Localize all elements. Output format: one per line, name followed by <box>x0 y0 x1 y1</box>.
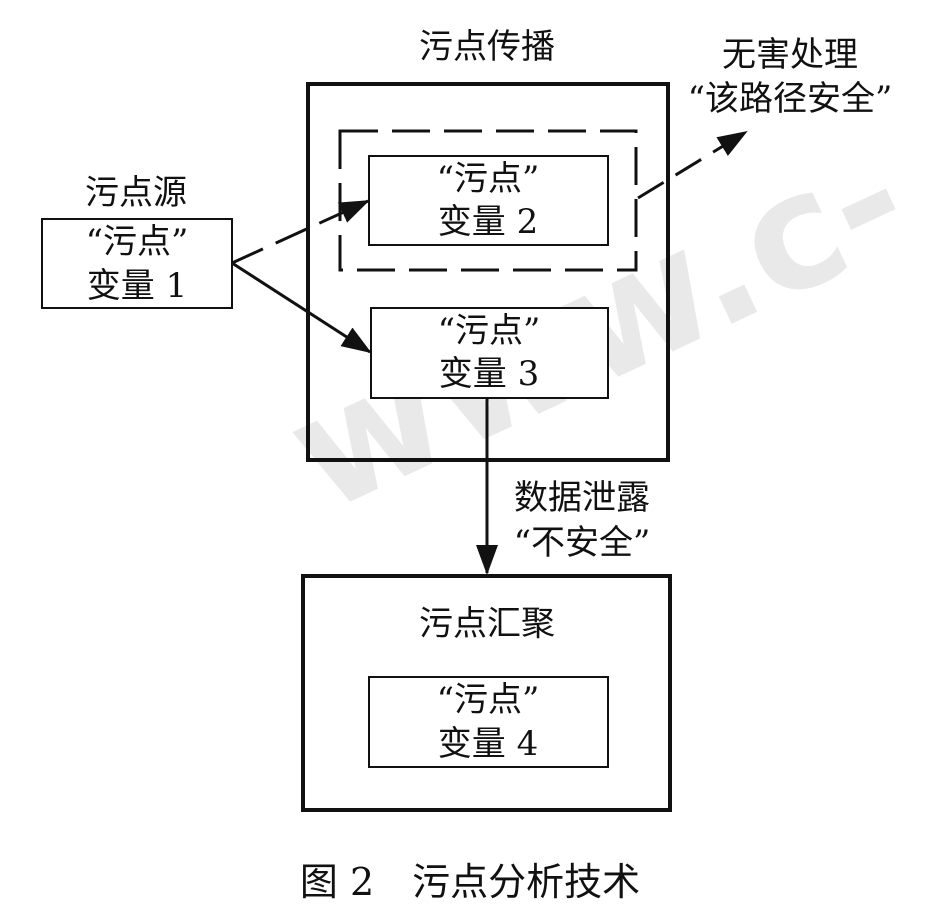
arrow-source-to-var3 <box>231 261 372 354</box>
variable-2-box <box>368 155 609 246</box>
harmless-note: “该路径安全” <box>688 79 893 119</box>
variable-4-quote: “污点” <box>437 680 540 720</box>
variable-1-box <box>41 218 233 309</box>
leak-label: 数据泄露 <box>514 478 650 518</box>
harmless-label: 无害处理 <box>722 35 858 75</box>
variable-3-name: 变量 3 <box>439 354 539 394</box>
sink-label: 污点汇聚 <box>419 604 555 644</box>
variable-1-name: 变量 1 <box>87 266 187 306</box>
variable-4-box <box>368 676 609 768</box>
arrow-harmless <box>637 130 748 200</box>
propagation-label: 污点传播 <box>419 27 555 67</box>
variable-3-quote: “污点” <box>438 311 541 351</box>
leak-note: “不安全” <box>514 523 651 563</box>
variable-2-quote: “污点” <box>437 159 540 199</box>
sink-box <box>301 574 672 812</box>
variable-1-quote: “污点” <box>86 222 189 262</box>
figure-caption: 图 2 污点分析技术 <box>300 860 640 904</box>
arrow-source-to-var2 <box>231 199 370 265</box>
variable-2-name: 变量 2 <box>438 202 538 242</box>
source-label: 污点源 <box>85 173 187 213</box>
variable-3-box <box>370 307 609 399</box>
variable-4-name: 变量 4 <box>438 724 538 764</box>
